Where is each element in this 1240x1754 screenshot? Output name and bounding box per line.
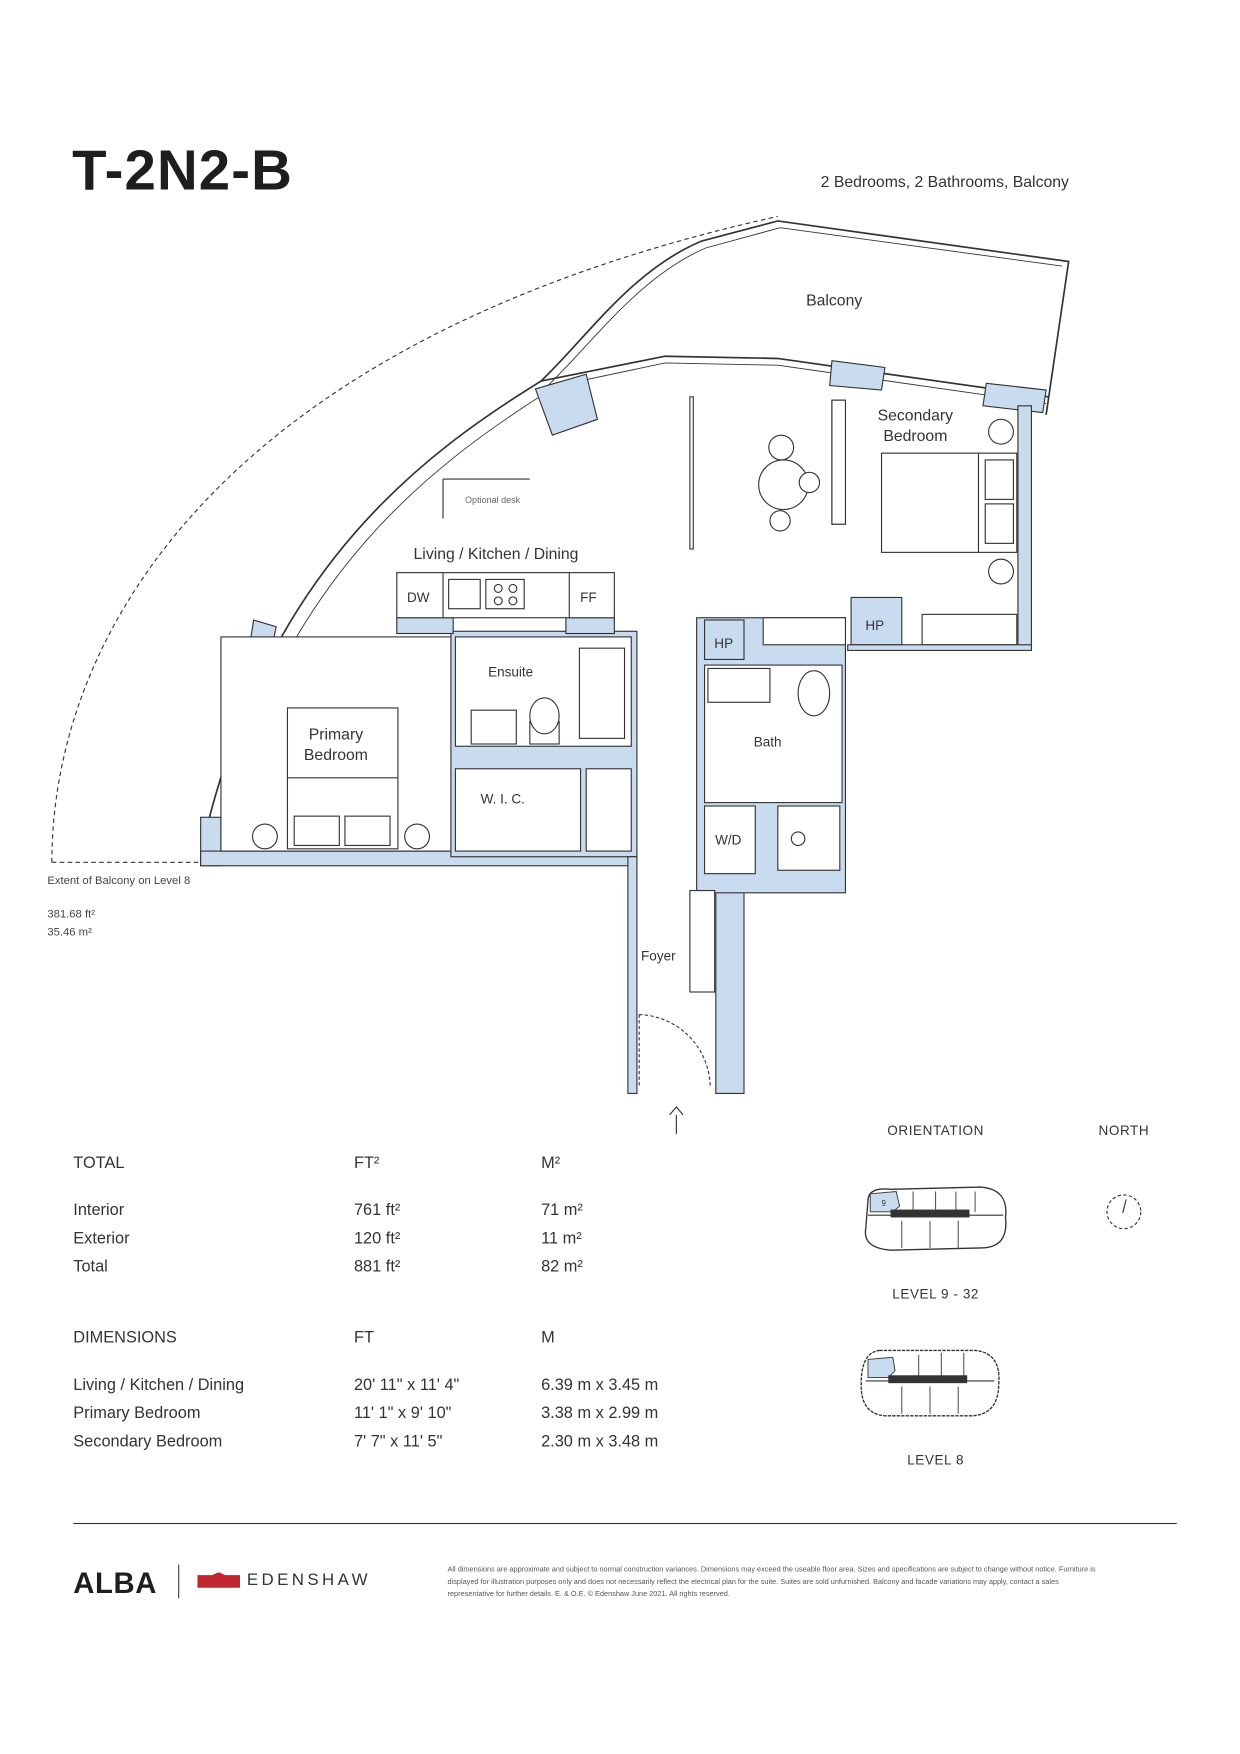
label-primary-bedroom-2: Bedroom: [303, 745, 368, 764]
label-primary-bedroom-1: Primary: [308, 724, 364, 743]
totals-header-ft: FT²: [353, 1154, 380, 1173]
dimensions-row-ft: 11' 1" x 9' 10": [353, 1404, 452, 1423]
dimensions-row-ft: 20' 11" x 11' 4": [353, 1376, 460, 1395]
label-washer-dryer: W/D: [715, 831, 742, 848]
label-optional-desk: Optional desk: [465, 494, 521, 506]
totals-row-ft: 120 ft²: [353, 1229, 401, 1248]
totals-row-m: 82 m²: [541, 1258, 583, 1277]
dimensions-header-ft: FT: [353, 1329, 374, 1348]
unit-summary: 2 Bedrooms, 2 Bathrooms, Balcony: [820, 172, 1069, 191]
entry-door: [638, 1013, 711, 1088]
legal-disclaimer: All dimensions are approximate and subje…: [447, 1565, 1096, 1599]
shower: [777, 805, 841, 871]
balcony-extent-ft: 381.68 ft²: [47, 908, 95, 921]
label-secondary-bedroom-2: Bedroom: [883, 426, 948, 445]
balcony-extent-note: Extent of Balcony on Level 8: [47, 874, 191, 888]
foyer-closet: [689, 889, 716, 993]
closet: [585, 768, 632, 852]
level-9-32-label: LEVEL 9 - 32: [892, 1286, 979, 1302]
balcony-extent-outline: [51, 215, 778, 863]
totals-header-m: M²: [541, 1154, 561, 1173]
dimensions-header: DIMENSIONS: [73, 1329, 177, 1348]
label-secondary-bedroom-1: Secondary: [877, 405, 954, 424]
edenshaw-mark-icon: [197, 1571, 241, 1588]
totals-header: TOTAL: [73, 1154, 125, 1173]
wic-room: [454, 768, 582, 852]
label-living: Living / Kitchen / Dining: [413, 544, 579, 563]
keyplan-level-8: [860, 1349, 1000, 1417]
orientation-heading: ORIENTATION: [887, 1122, 984, 1139]
washer-dryer: [703, 805, 756, 875]
label-hp-2: HP: [865, 617, 885, 634]
north-heading: NORTH: [1098, 1122, 1150, 1139]
label-hp-1: HP: [714, 635, 734, 652]
balcony-extent-m: 35.46 m²: [47, 926, 92, 940]
dimensions-row-m: 3.38 m x 2.99 m: [541, 1404, 659, 1423]
unit-marker: 9: [882, 1199, 886, 1208]
totals-row-m: 11 m²: [541, 1229, 582, 1248]
totals-row-ft: 761 ft²: [353, 1201, 401, 1220]
dimensions-row-label: Primary Bedroom: [73, 1404, 201, 1423]
footer-divider: [73, 1522, 1177, 1525]
totals-row-ft: 881 ft²: [353, 1258, 401, 1277]
label-balcony: Balcony: [806, 290, 863, 309]
label-fridge: FF: [580, 589, 597, 606]
dimensions-row-m: 6.39 m x 3.45 m: [541, 1376, 659, 1395]
dimensions-row-m: 2.30 m x 3.48 m: [541, 1432, 659, 1451]
dimensions-row-label: Living / Kitchen / Dining: [73, 1376, 245, 1395]
totals-row-label: Interior: [73, 1201, 125, 1220]
unit-title: T-2N2-B: [72, 138, 294, 202]
totals-row-label: Exterior: [73, 1229, 130, 1248]
edenshaw-wordmark: EDENSHAW: [246, 1570, 372, 1590]
label-bath: Bath: [753, 733, 782, 750]
dimensions-row-ft: 7' 7" x 11' 5": [353, 1432, 443, 1451]
label-foyer: Foyer: [641, 948, 676, 964]
keyplan-level-9-32: 9: [864, 1186, 1007, 1251]
balcony-rail: [540, 220, 1070, 415]
level-8-label: LEVEL 8: [907, 1451, 965, 1468]
label-wic: W. I. C.: [480, 791, 525, 808]
totals-row-label: Total: [73, 1258, 108, 1277]
dimensions-row-label: Secondary Bedroom: [73, 1432, 223, 1451]
label-ensuite: Ensuite: [488, 663, 534, 680]
balcony-window: [540, 355, 1049, 398]
dimensions-header-m: M: [541, 1329, 555, 1348]
label-dishwasher: DW: [406, 589, 430, 606]
totals-row-m: 71 m²: [541, 1201, 583, 1220]
edenshaw-logo: EDENSHAW: [197, 1570, 371, 1589]
north-compass-icon: [1106, 1194, 1142, 1230]
alba-logo: ALBA: [73, 1565, 157, 1600]
counter: [762, 617, 847, 646]
logo-divider: [178, 1564, 180, 1599]
